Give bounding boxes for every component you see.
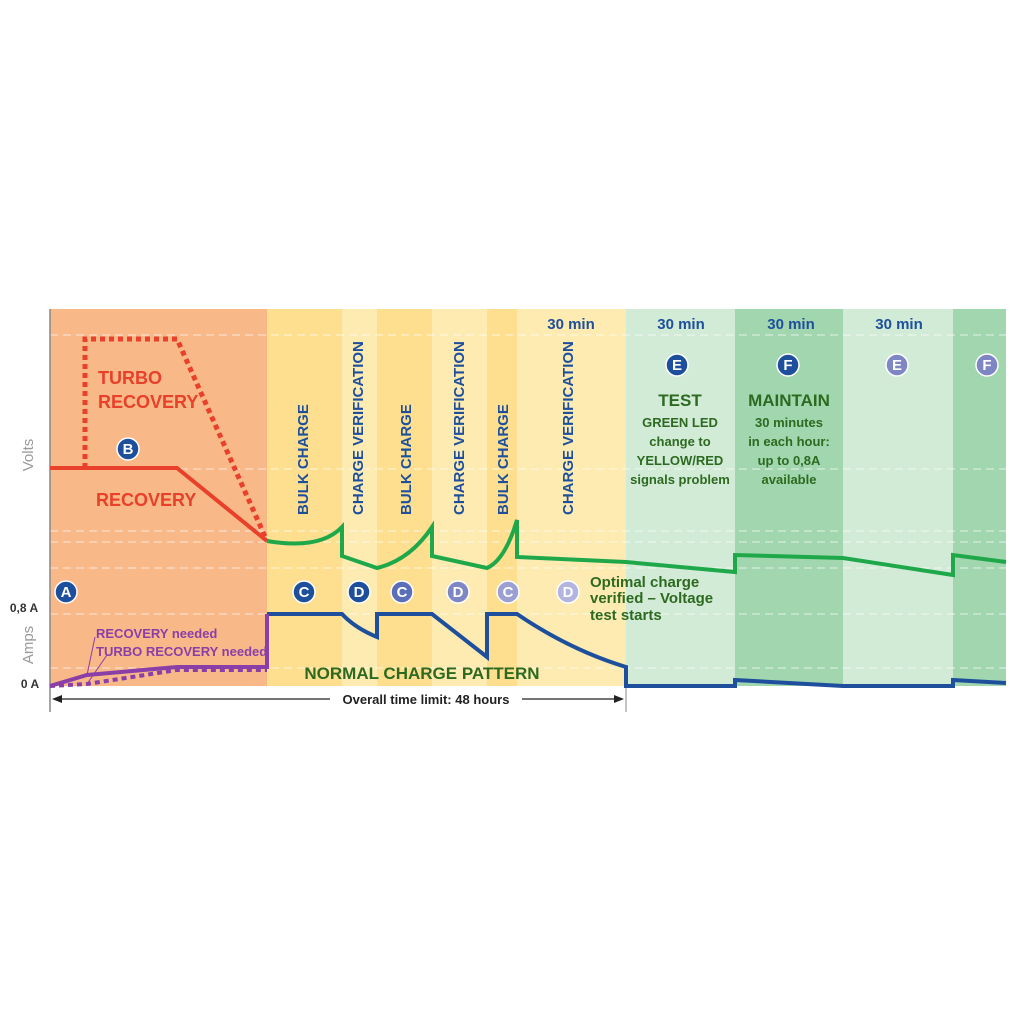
svg-text:F: F — [982, 357, 991, 374]
phase-backgrounds — [50, 309, 1006, 686]
markers: A B C D C D C D E F E F — [54, 353, 999, 604]
volts-label: Volts — [20, 439, 37, 472]
turbo-recovery-needed-label: TURBO RECOVERY needed — [96, 644, 267, 659]
maintain-text: 30 minutes — [755, 415, 823, 430]
svg-text:D: D — [453, 584, 464, 601]
svg-text:D: D — [354, 584, 365, 601]
svg-text:C: C — [397, 584, 408, 601]
svg-text:E: E — [672, 357, 682, 374]
recovery-label: RECOVERY — [96, 490, 196, 510]
duration-label: 30 min — [875, 316, 923, 333]
svg-text:E: E — [892, 357, 902, 374]
marker-c: C — [292, 580, 316, 604]
phase-label: BULK CHARGE — [398, 404, 415, 515]
optimal-charge-text: Optimal charge — [590, 574, 699, 591]
svg-text:B: B — [123, 441, 134, 458]
duration-label: 30 min — [767, 316, 815, 333]
callout-line — [86, 636, 96, 676]
svg-text:A: A — [61, 584, 72, 601]
marker-d: D — [556, 580, 580, 604]
test-title: TEST — [658, 391, 702, 410]
marker-e: E — [885, 353, 909, 377]
marker-a: A — [54, 580, 78, 604]
test-text: change to — [649, 434, 710, 449]
turbo-recovery-label: TURBO — [98, 368, 162, 388]
svg-text:D: D — [563, 584, 574, 601]
test-text: GREEN LED — [642, 415, 718, 430]
recovery-current-line — [49, 614, 269, 688]
phase-label: CHARGE VERIFICATION — [350, 341, 367, 515]
duration-label: 30 min — [657, 316, 705, 333]
optimal-charge-text: verified – Voltage — [590, 590, 713, 607]
amps-max-label: 0,8 A — [10, 601, 39, 615]
marker-c: C — [390, 580, 414, 604]
marker-c: C — [496, 580, 520, 604]
maintain-text: available — [762, 472, 817, 487]
voltage-line — [266, 519, 1007, 578]
test-text: signals problem — [630, 472, 730, 487]
phase-label: CHARGE VERIFICATION — [560, 341, 577, 515]
amps-zero-label: 0 A — [21, 677, 40, 691]
bulk-zone-3 — [487, 309, 517, 686]
bulk-zone-2 — [377, 309, 432, 686]
bulk-zone-1 — [267, 309, 342, 686]
maintain-title: MAINTAIN — [748, 391, 830, 410]
time-limit-arrow: Overall time limit: 48 hours — [52, 692, 624, 707]
svg-text:C: C — [503, 584, 514, 601]
turbo-recovery-label: RECOVERY — [98, 392, 198, 412]
time-limit-label: Overall time limit: 48 hours — [343, 692, 510, 707]
maintain-text: in each hour: — [748, 434, 830, 449]
marker-d: D — [446, 580, 470, 604]
optimal-charge-text: test starts — [590, 607, 662, 624]
callout-line — [86, 654, 108, 685]
test-text: YELLOW/RED — [637, 453, 724, 468]
turbo-recovery-voltage-line — [82, 336, 270, 543]
phase-label: BULK CHARGE — [495, 404, 512, 515]
phase-label: CHARGE VERIFICATION — [451, 341, 468, 515]
marker-e: E — [665, 353, 689, 377]
marker-f: F — [975, 353, 999, 377]
amps-label: Amps — [20, 626, 37, 664]
marker-d: D — [347, 580, 371, 604]
recovery-needed-label: RECOVERY needed — [96, 626, 217, 641]
svg-text:C: C — [299, 584, 310, 601]
marker-f: F — [776, 353, 800, 377]
marker-b: B — [116, 437, 140, 461]
recovery-voltage-line — [50, 466, 269, 543]
phase-label: BULK CHARGE — [295, 404, 312, 515]
recovery-zone — [50, 309, 267, 686]
duration-label: 30 min — [547, 316, 595, 333]
turbo-recovery-current-line — [49, 668, 267, 688]
verify-zone-1 — [342, 309, 377, 686]
normal-charge-pattern-label: NORMAL CHARGE PATTERN — [304, 664, 539, 683]
svg-text:F: F — [783, 357, 792, 374]
verify-zone-3 — [517, 309, 626, 686]
current-line — [267, 612, 1007, 688]
maintain-text: up to 0,8A — [758, 453, 821, 468]
